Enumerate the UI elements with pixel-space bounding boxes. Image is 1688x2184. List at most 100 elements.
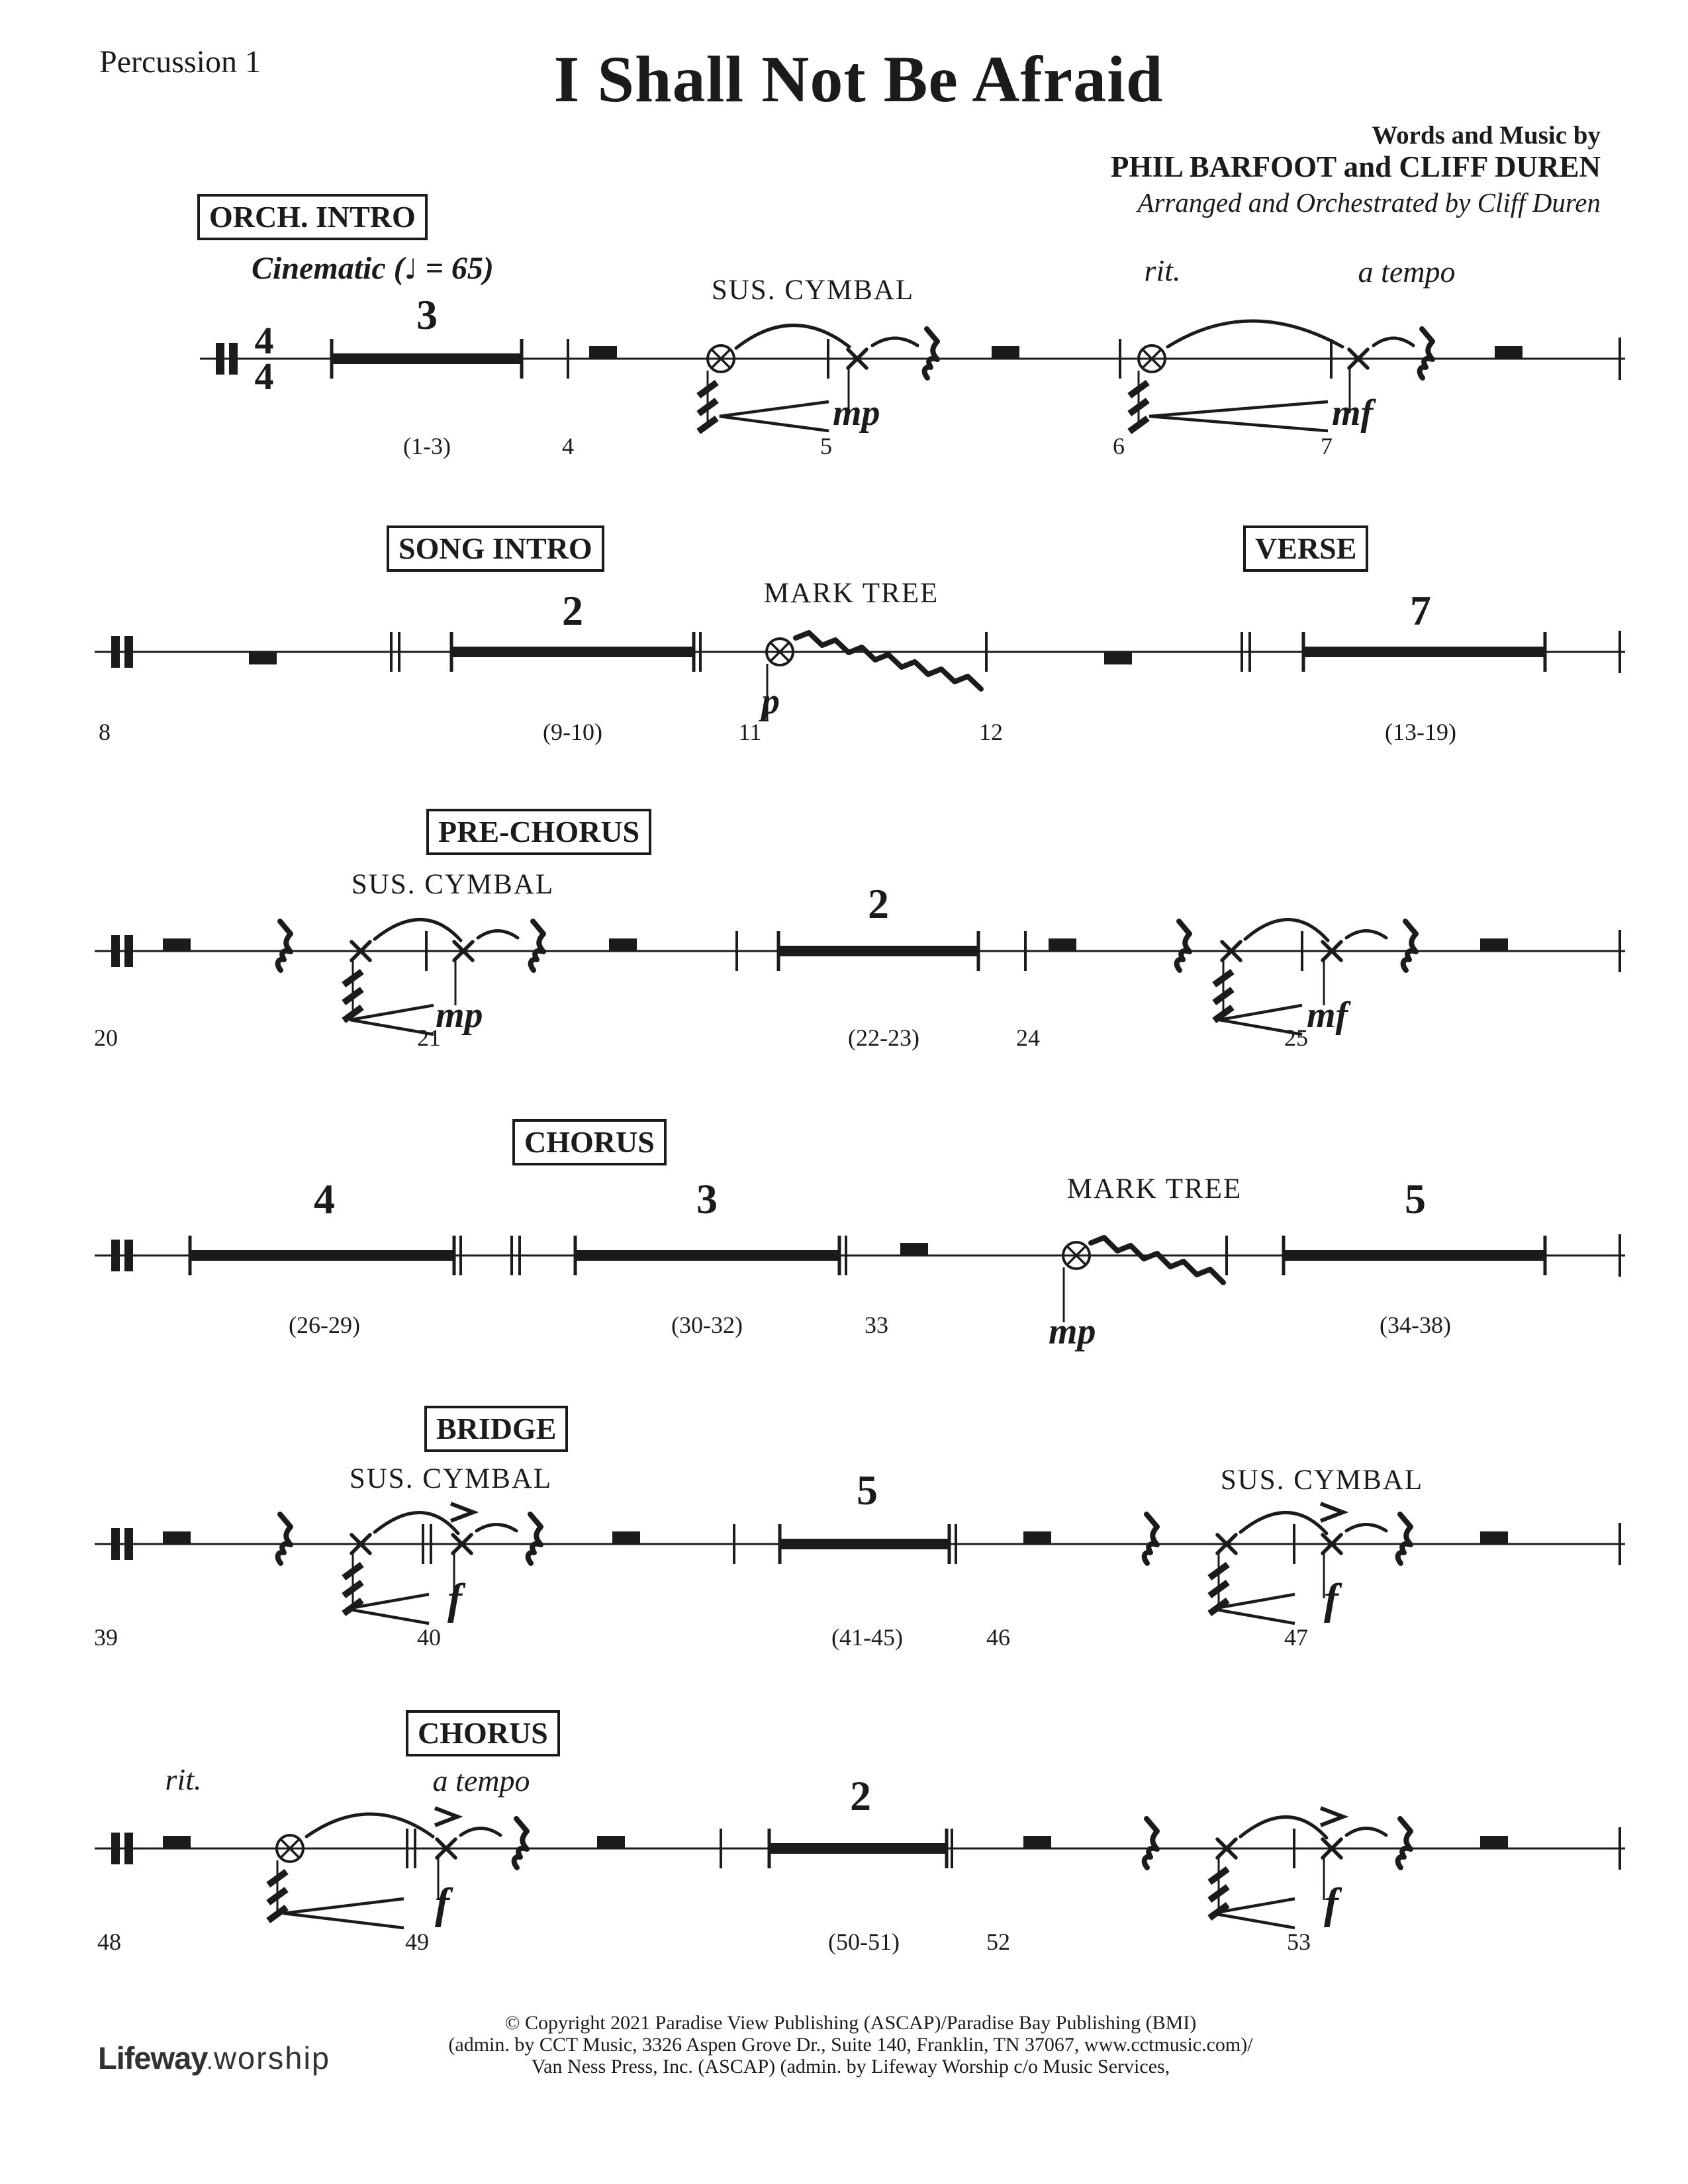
time-signature-denominator: 4 bbox=[254, 355, 274, 398]
tempo-heading: Cinematic (♩ = 65) bbox=[252, 250, 494, 287]
measure-label: 8 bbox=[99, 719, 111, 745]
page-title: I Shall Not Be Afraid bbox=[553, 42, 1164, 116]
quarter-rest-icon bbox=[1398, 1819, 1411, 1868]
cue-mark-tree: MARK TREE bbox=[1066, 1173, 1243, 1205]
measure-label: 25 bbox=[1284, 1024, 1308, 1051]
slurs-and-ties bbox=[305, 319, 1415, 1840]
roll-tremolo-icon bbox=[1207, 1866, 1230, 1921]
quarter-rest-icon bbox=[925, 329, 937, 378]
dynamic-f: f bbox=[1324, 1575, 1338, 1623]
dynamic-mp: mp bbox=[436, 995, 483, 1036]
measure-label: (30-32) bbox=[671, 1312, 743, 1338]
arranger-line: Arranged and Orchestrated by Cliff Duren bbox=[1137, 187, 1601, 218]
quarter-rest-icon bbox=[1145, 1514, 1157, 1563]
multirest-count: 5 bbox=[1405, 1175, 1426, 1222]
section-box-pre-chorus: PRE-CHORUS bbox=[426, 809, 652, 855]
copyright-line: Van Ness Press, Inc. (ASCAP) (admin. by … bbox=[531, 2056, 1170, 2077]
section-box-song-intro: SONG INTRO bbox=[387, 525, 604, 572]
measure-label: 53 bbox=[1287, 1929, 1311, 1955]
section-box-verse: VERSE bbox=[1243, 525, 1369, 572]
measure-label: (9-10) bbox=[543, 719, 602, 745]
multirest-count: 3 bbox=[696, 1175, 718, 1222]
instrument-label: Percussion 1 bbox=[99, 44, 261, 79]
lifeway-worship-logo: Lifeway. worship bbox=[98, 2040, 330, 2076]
dynamic-mf: mf bbox=[1332, 392, 1374, 433]
cue-mark-tree: MARK TREE bbox=[763, 578, 939, 609]
measure-label: 46 bbox=[986, 1624, 1010, 1651]
multirest-count: 2 bbox=[850, 1772, 871, 1819]
accent-icon bbox=[435, 1808, 457, 1825]
dynamic-mp: mp bbox=[833, 392, 880, 433]
tempo-mark-rit: rit. bbox=[165, 1762, 202, 1796]
cue-sus-cymbal: SUS. CYMBAL bbox=[711, 275, 915, 306]
roll-tremolo-icon bbox=[1127, 379, 1150, 435]
section-box-bridge: BRIDGE bbox=[424, 1406, 569, 1452]
measure-label: (1-3) bbox=[403, 433, 451, 459]
measure-label: 39 bbox=[94, 1624, 118, 1651]
roll-tremolo-icon bbox=[1207, 1561, 1230, 1617]
roll-tremolo-icon bbox=[342, 968, 364, 1024]
half-rests bbox=[163, 346, 1523, 1848]
measure-label: (22-23) bbox=[848, 1024, 919, 1051]
measure-label: 12 bbox=[979, 719, 1003, 745]
roll-tremolo-icon bbox=[266, 1868, 289, 1924]
gliss-waves bbox=[793, 630, 1226, 1285]
cue-sus-cymbal: SUS. CYMBAL bbox=[1220, 1465, 1424, 1496]
measure-label: 47 bbox=[1284, 1624, 1308, 1651]
crescendo-hairpins bbox=[283, 400, 1329, 1930]
measure-label: 24 bbox=[1016, 1024, 1040, 1051]
measure-label: (13-19) bbox=[1385, 719, 1456, 745]
section-box-chorus: CHORUS bbox=[512, 1119, 667, 1165]
measure-label: 52 bbox=[986, 1929, 1010, 1955]
logo-primary: Lifeway bbox=[98, 2040, 208, 2075]
roll-tremolo-icon bbox=[696, 379, 719, 435]
cue-sus-cymbal: SUS. CYMBAL bbox=[351, 869, 555, 900]
multirest-count: 5 bbox=[857, 1467, 878, 1514]
tempo-style-text: Cinematic ( bbox=[252, 251, 404, 286]
quarter-rest-icon bbox=[1145, 1819, 1157, 1868]
barlines bbox=[390, 338, 1621, 1870]
quarter-rest-icon bbox=[531, 921, 543, 970]
cue-sus-cymbal: SUS. CYMBAL bbox=[349, 1463, 553, 1494]
multirest-count: 7 bbox=[1410, 587, 1431, 634]
measure-label: 20 bbox=[94, 1024, 118, 1051]
tempo-bpm-text: = 65) bbox=[417, 251, 494, 286]
quarter-note-icon: ♩ bbox=[404, 253, 418, 285]
tempo-mark-a-tempo: a tempo bbox=[1358, 255, 1456, 289]
copyright-line: (admin. by CCT Music, 3326 Aspen Grove D… bbox=[448, 2034, 1253, 2056]
tempo-mark-rit: rit. bbox=[1144, 253, 1181, 287]
multirest-count: 4 bbox=[314, 1175, 335, 1222]
quarter-rest-icon bbox=[1177, 921, 1190, 970]
logo-separator: . bbox=[207, 2055, 212, 2073]
section-box-orch-intro: ORCH. INTRO bbox=[197, 194, 428, 240]
quarter-rest-icon bbox=[1398, 1514, 1411, 1563]
measure-label: 5 bbox=[820, 433, 832, 459]
roll-tremolo-icon bbox=[342, 1561, 364, 1617]
measure-label: 21 bbox=[417, 1024, 441, 1051]
quarter-rest-icon bbox=[1420, 329, 1432, 378]
quarter-rest-icon bbox=[514, 1819, 527, 1868]
measure-label: (50-51) bbox=[828, 1929, 900, 1955]
quarter-rest-icon bbox=[1403, 921, 1416, 970]
copyright-line: © Copyright 2021 Paradise View Publishin… bbox=[504, 2012, 1197, 2034]
dynamic-f: f bbox=[1324, 1880, 1338, 1928]
measure-label: (41-45) bbox=[831, 1624, 903, 1651]
measure-label: 11 bbox=[738, 719, 762, 745]
accent-icon bbox=[1321, 1808, 1343, 1825]
measure-label: 7 bbox=[1321, 433, 1333, 459]
tempo-mark-a-tempo: a tempo bbox=[432, 1764, 530, 1797]
roll-tremolo-icon bbox=[1212, 968, 1235, 1024]
quarter-rest-icon bbox=[278, 921, 291, 970]
composers: PHIL BARFOOT and CLIFF DUREN bbox=[1110, 150, 1601, 183]
multirest-bars bbox=[190, 353, 1545, 1854]
logo-secondary: worship bbox=[214, 2040, 331, 2075]
multirest-count: 3 bbox=[416, 291, 438, 338]
dynamic-f: f bbox=[435, 1880, 449, 1928]
measure-label: 49 bbox=[405, 1929, 429, 1955]
measure-label: 33 bbox=[865, 1312, 888, 1338]
accent-icon bbox=[1321, 1504, 1343, 1521]
quarter-rest-icon bbox=[528, 1514, 541, 1563]
credit-heading: Words and Music by bbox=[1372, 121, 1601, 150]
measure-label: 6 bbox=[1113, 433, 1125, 459]
dynamic-f: f bbox=[447, 1575, 462, 1623]
